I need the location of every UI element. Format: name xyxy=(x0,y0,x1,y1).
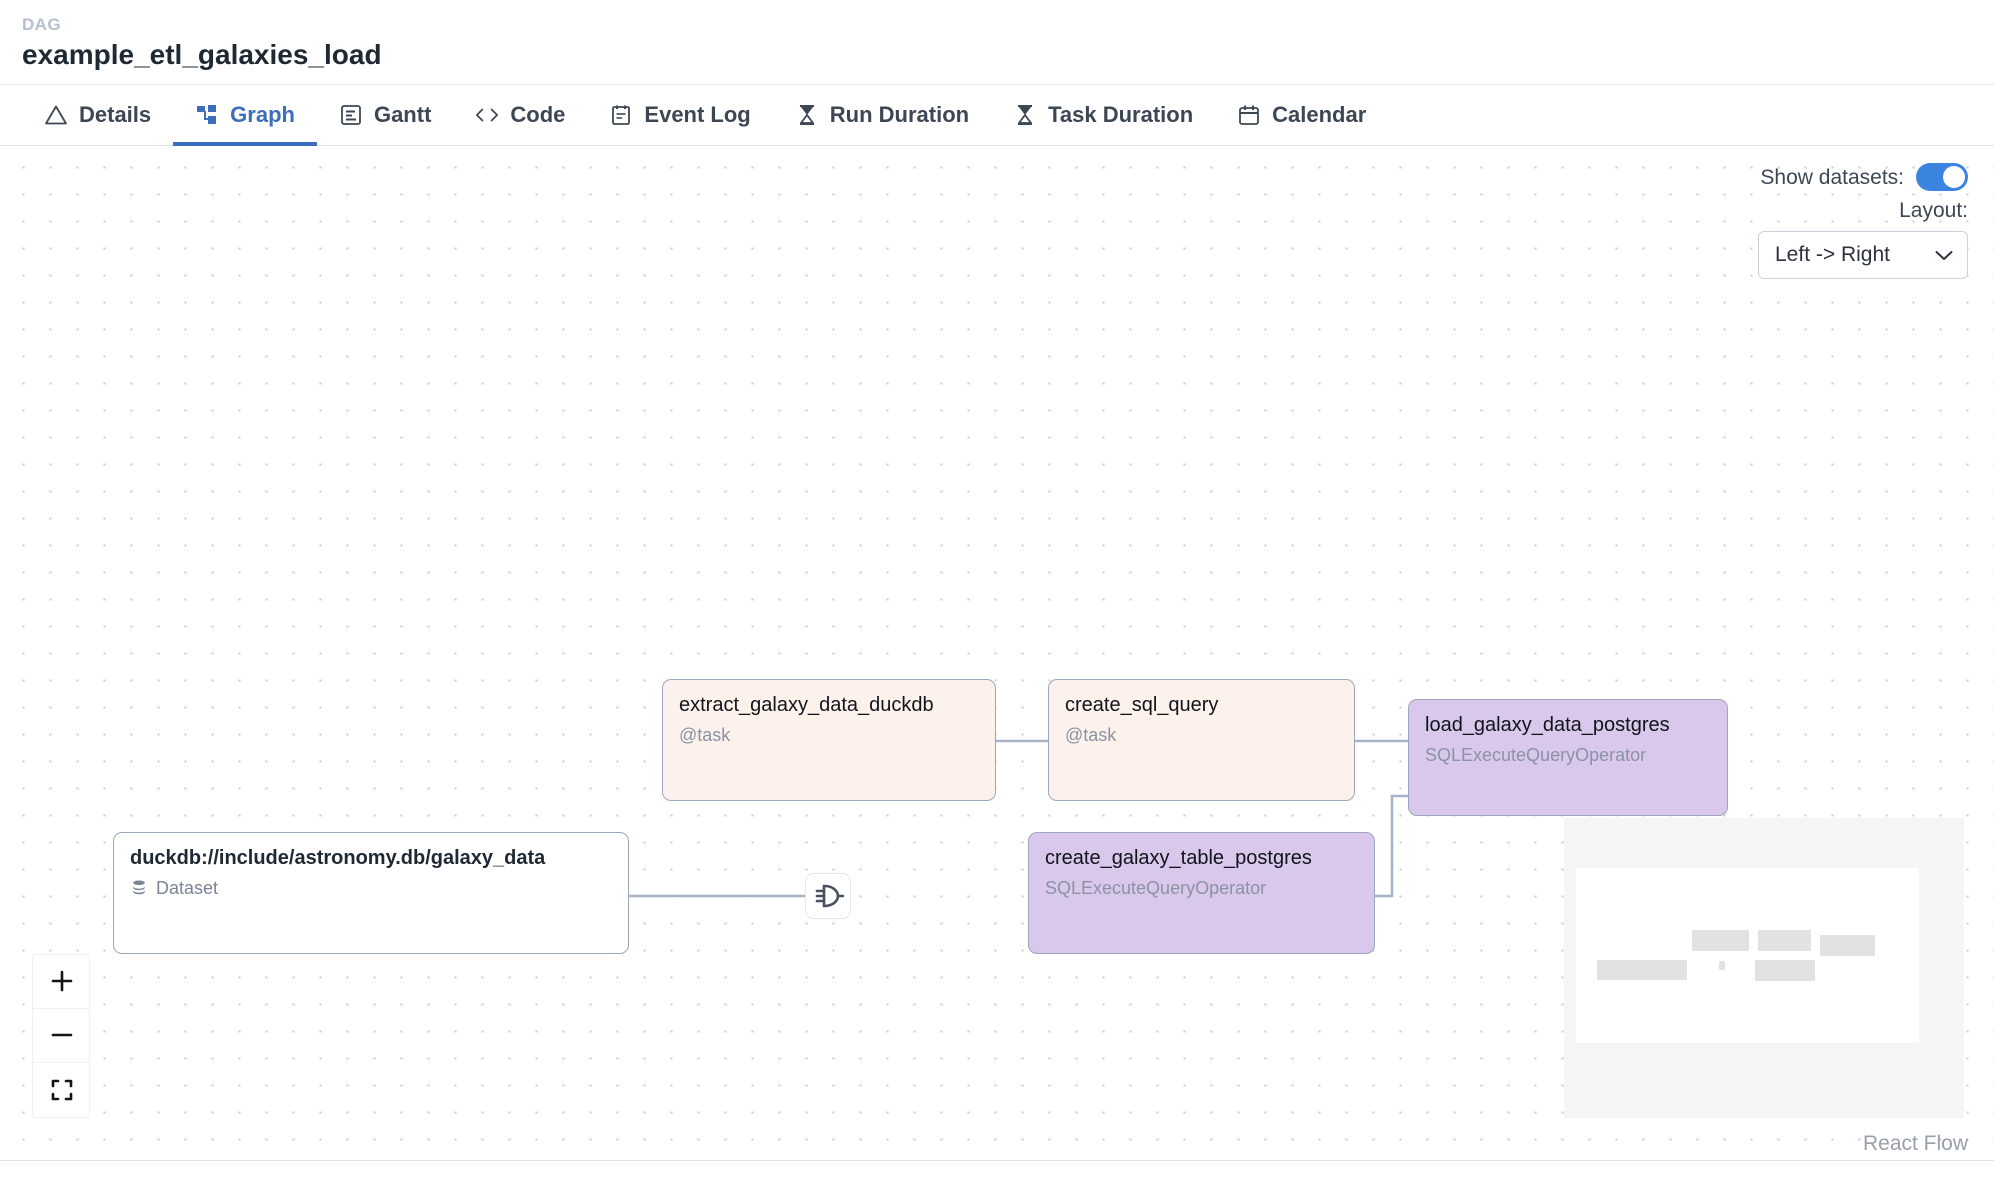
hourglass-icon xyxy=(1013,103,1037,127)
tab-gantt[interactable]: Gantt xyxy=(317,85,453,145)
node-subtitle: Dataset xyxy=(156,877,219,898)
graph-node-load-galaxy-data-postgres[interactable]: load_galaxy_data_postgres SQLExecuteQuer… xyxy=(1408,698,1728,816)
show-datasets-toggle[interactable] xyxy=(1916,163,1968,192)
node-title: duckdb://include/astronomy.db/galaxy_dat… xyxy=(130,846,546,869)
tab-run-duration[interactable]: Run Duration xyxy=(773,85,991,145)
page-header: DAG example_etl_galaxies_load xyxy=(0,0,1994,84)
logic-gate-icon[interactable] xyxy=(805,872,851,919)
node-subtitle-row: Dataset xyxy=(130,877,612,900)
tab-label: Run Duration xyxy=(829,101,970,127)
node-title: create_sql_query xyxy=(1065,693,1219,716)
minus-icon xyxy=(51,1033,73,1037)
calendar-icon xyxy=(1237,103,1261,127)
minimap-node xyxy=(1820,934,1875,956)
toggle-knob xyxy=(1943,166,1965,189)
tab-details[interactable]: Details xyxy=(22,85,173,145)
node-title: create_galaxy_table_postgres xyxy=(1045,846,1312,869)
tab-label: Task Duration xyxy=(1048,101,1194,127)
minimap-node xyxy=(1755,959,1815,981)
graph-canvas-wrap: extract_galaxy_data_duckdb @task create_… xyxy=(0,145,1994,1196)
fit-view-button[interactable] xyxy=(33,1062,89,1117)
minimap-node xyxy=(1692,929,1749,951)
minimap[interactable] xyxy=(1564,817,1964,1118)
event-log-icon xyxy=(609,103,633,127)
show-datasets-label: Show datasets: xyxy=(1760,165,1904,189)
node-subtitle: SQLExecuteQueryOperator xyxy=(1425,744,1647,765)
graph-node-create-sql-query[interactable]: create_sql_query @task xyxy=(1048,678,1355,801)
tab-label: Calendar xyxy=(1272,101,1367,127)
tab-label: Details xyxy=(79,101,152,127)
tabbar: Details Graph Gantt xyxy=(0,83,1994,146)
tab-label: Event Log xyxy=(644,101,751,127)
minimap-node xyxy=(1719,960,1725,970)
minimap-node xyxy=(1758,929,1811,951)
database-stack-icon xyxy=(133,880,145,895)
tab-calendar[interactable]: Calendar xyxy=(1215,85,1388,145)
layout-select-value: Left -> Right xyxy=(1775,243,1890,267)
tab-event-log[interactable]: Event Log xyxy=(587,85,772,145)
node-title: load_galaxy_data_postgres xyxy=(1425,713,1670,736)
flow-controls-panel: Show datasets: Layout: Left -> Right xyxy=(1758,162,1968,280)
hourglass-icon xyxy=(795,103,819,127)
react-flow-attribution[interactable]: React Flow xyxy=(1862,1131,1968,1155)
react-flow-canvas[interactable]: extract_galaxy_data_duckdb @task create_… xyxy=(0,145,1994,1161)
fit-screen-icon xyxy=(51,1079,73,1100)
chevron-down-icon xyxy=(1935,250,1953,260)
show-datasets-row: Show datasets: xyxy=(1758,162,1968,194)
graph-node-dataset-galaxy-data[interactable]: duckdb://include/astronomy.db/galaxy_dat… xyxy=(113,831,629,954)
tab-label: Code xyxy=(510,101,566,127)
tab-label: Gantt xyxy=(373,101,432,127)
node-subtitle: @task xyxy=(679,724,731,745)
tab-label: Graph xyxy=(230,101,295,127)
minimap-node xyxy=(1597,959,1687,980)
graph-node-extract-galaxy-data-duckdb[interactable]: extract_galaxy_data_duckdb @task xyxy=(662,678,996,801)
node-title: extract_galaxy_data_duckdb xyxy=(679,693,934,716)
graph-icon xyxy=(195,103,219,127)
page-title: example_etl_galaxies_load xyxy=(22,39,382,71)
tab-code[interactable]: Code xyxy=(453,85,587,145)
node-subtitle: SQLExecuteQueryOperator xyxy=(1045,877,1267,898)
warning-triangle-icon xyxy=(44,103,68,127)
tab-graph[interactable]: Graph xyxy=(173,85,317,146)
zoom-out-button[interactable] xyxy=(33,1008,89,1063)
zoom-in-button[interactable] xyxy=(33,954,89,1009)
gantt-icon xyxy=(339,103,363,127)
node-subtitle: @task xyxy=(1065,724,1117,745)
graph-node-create-galaxy-table-postgres[interactable]: create_galaxy_table_postgres SQLExecuteQ… xyxy=(1028,831,1375,954)
layout-select[interactable]: Left -> Right xyxy=(1758,231,1968,280)
code-brackets-icon xyxy=(475,103,499,127)
layout-label: Layout: xyxy=(1899,199,1968,223)
zoom-controls xyxy=(32,953,90,1118)
tab-task-duration[interactable]: Task Duration xyxy=(991,85,1215,145)
layout-label-row: Layout: xyxy=(1758,199,1968,223)
dag-kicker: DAG xyxy=(22,15,61,34)
plus-icon xyxy=(51,970,73,992)
